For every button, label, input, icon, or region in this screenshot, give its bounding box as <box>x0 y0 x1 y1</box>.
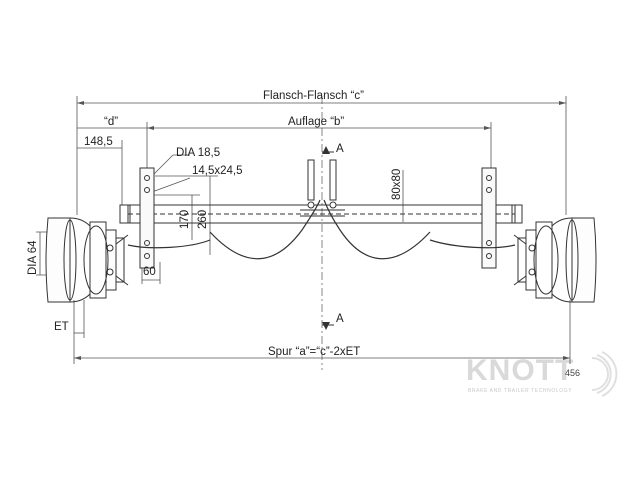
dim-support: Auflage “b” <box>288 116 344 128</box>
dim-dia-64: DIA 64 <box>27 240 39 275</box>
right-hub <box>511 204 597 303</box>
dim-track: Spur “a”=“c”-2xET <box>268 346 360 358</box>
section-marker-bottom: A <box>336 313 344 325</box>
dim-260: 260 <box>197 210 209 229</box>
dim-hole-dia: DIA 18,5 <box>176 147 220 159</box>
section-marker-top: A <box>336 143 344 155</box>
dim-et: ET <box>54 321 69 333</box>
dim-80x80: 80x80 <box>391 169 403 200</box>
dim-d: “d” <box>104 116 118 128</box>
part-number: 456 <box>565 368 580 378</box>
logo-tagline: BRAKE AND TRAILER TECHNOLOGY <box>468 388 572 394</box>
dim-slot: 14,5x24,5 <box>192 165 243 177</box>
dim-flange-flange: Flansch-Flansch “c” <box>263 90 364 102</box>
dim-170: 170 <box>179 210 191 229</box>
dim-60: 60 <box>143 266 156 278</box>
left-hub <box>45 204 131 303</box>
knott-logo: KNOTT BRAKE AND TRAILER TECHNOLOGY <box>466 351 618 397</box>
logo-brand: KNOTT <box>466 354 574 387</box>
dim-d-value: 148,5 <box>84 136 113 148</box>
